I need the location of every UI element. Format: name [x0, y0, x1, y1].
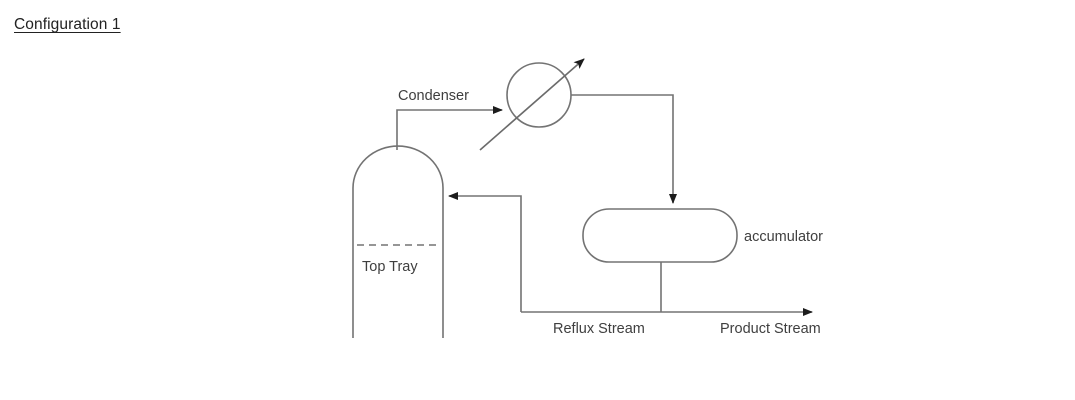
condenser-icon [479, 58, 585, 151]
condensate-line-to-accumulator [571, 94, 677, 204]
reflux-stream-label: Reflux Stream [553, 321, 645, 337]
accumulator: accumulator [582, 208, 823, 263]
distillation-column: Top Tray [352, 145, 444, 338]
vapor-line-to-condenser: Condenser [396, 88, 503, 150]
accumulator-body [582, 208, 738, 263]
page-title: Configuration 1 [14, 16, 121, 33]
accumulator-label: accumulator [744, 229, 823, 245]
column-shell [352, 145, 444, 338]
condenser-label: Condenser [398, 88, 469, 104]
product-stream-label: Product Stream [720, 321, 821, 337]
vapor-line-path [396, 106, 503, 150]
condenser-utility-arrow [479, 58, 585, 151]
top-tray-label: Top Tray [362, 259, 418, 275]
reflux-stream-line [448, 192, 522, 312]
